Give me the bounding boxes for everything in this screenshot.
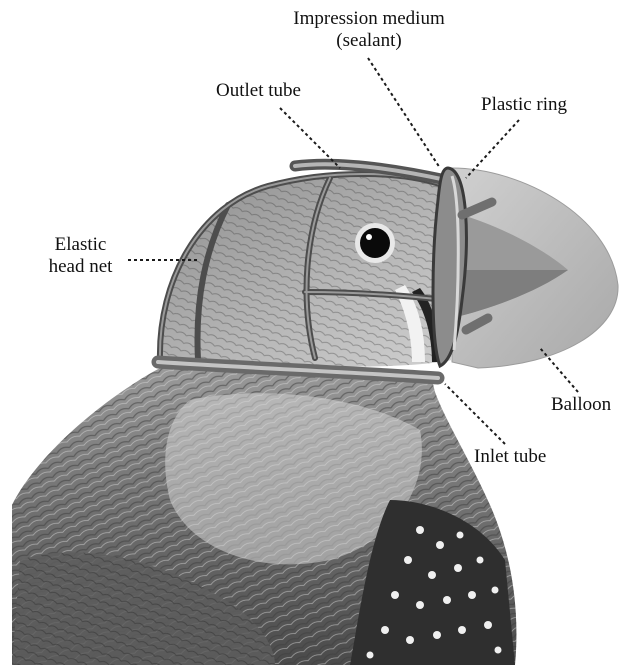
leader-impression [368, 58, 440, 168]
label-impression-medium: Impression medium (sealant) [262, 8, 476, 52]
label-plastic-ring: Plastic ring [481, 94, 567, 116]
eye-highlight [366, 234, 372, 240]
leader-plastic [466, 120, 519, 178]
leader-outlet [280, 108, 340, 168]
leader-balloon [540, 348, 578, 392]
label-elastic-line2: head net [33, 256, 128, 278]
label-impression-line2: (sealant) [262, 30, 476, 52]
label-impression-line1: Impression medium [262, 8, 476, 30]
label-inlet-tube: Inlet tube [474, 446, 546, 468]
label-balloon: Balloon [551, 394, 611, 416]
eye [360, 228, 390, 258]
label-outlet-tube: Outlet tube [216, 80, 301, 102]
label-elastic-line1: Elastic [33, 234, 128, 256]
label-elastic-head-net: Elastic head net [33, 234, 128, 278]
